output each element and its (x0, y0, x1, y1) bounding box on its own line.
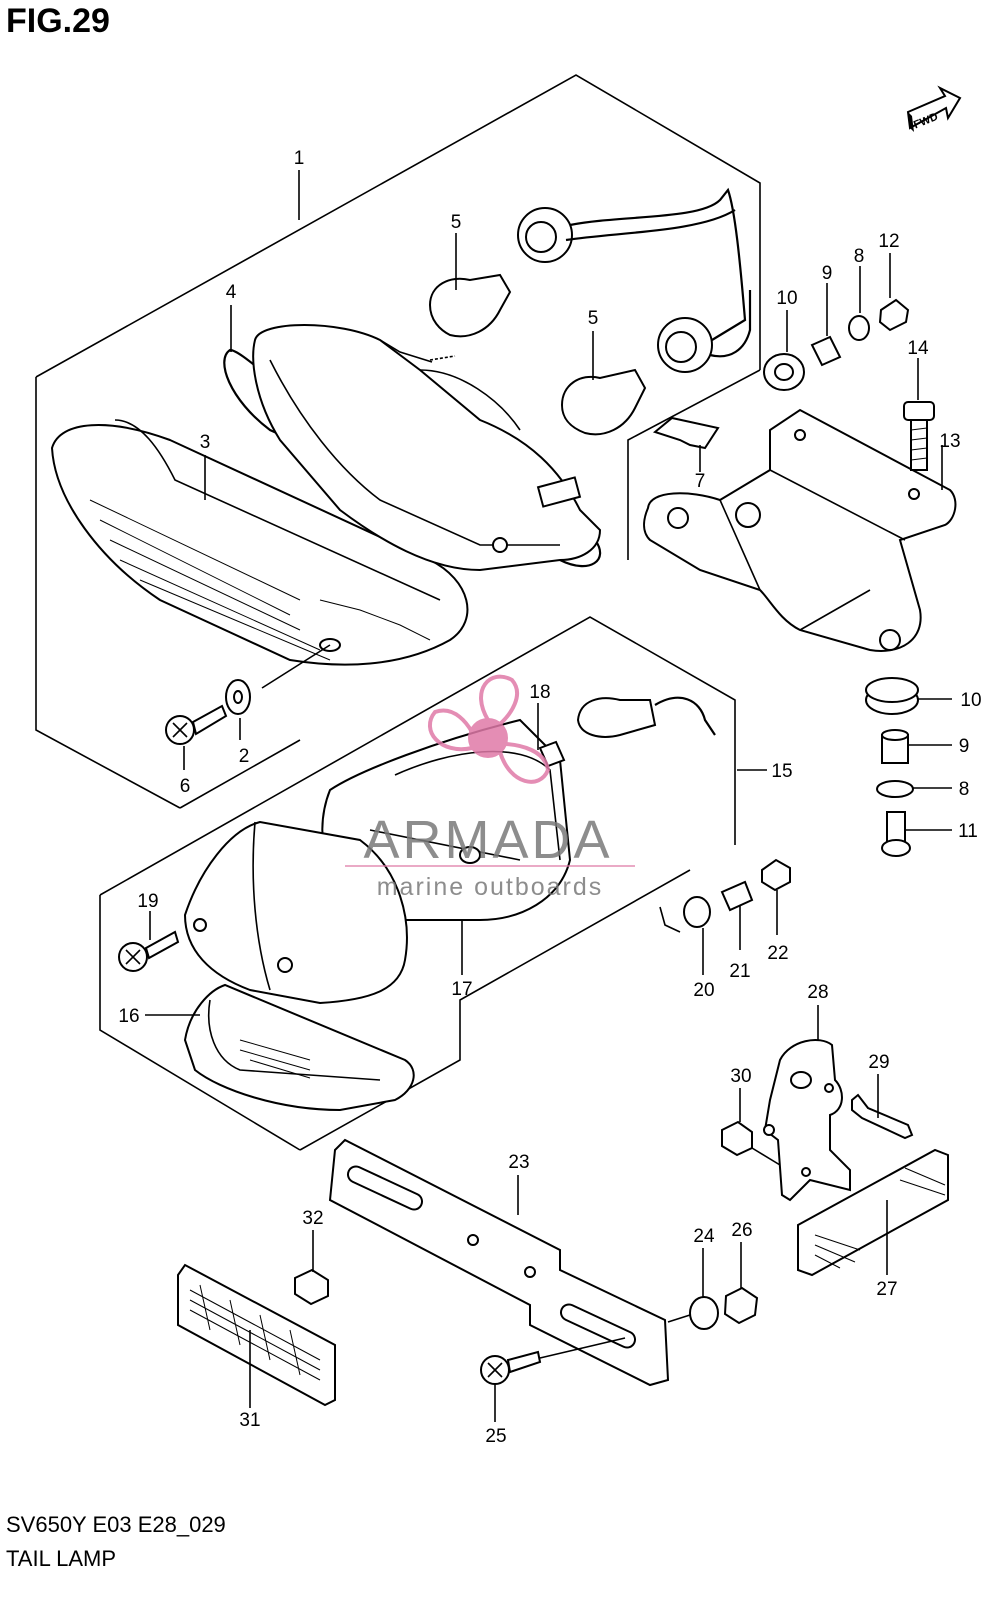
callout-18: 18 (529, 682, 550, 703)
part-23-license-bracket (328, 1138, 670, 1387)
lamp-cover (183, 820, 408, 1005)
callout-13: 13 (939, 431, 960, 452)
part-20-washer (683, 896, 711, 928)
part-19-screw (118, 930, 180, 972)
part-8-washer-upper (848, 315, 870, 341)
callout-29: 29 (868, 1052, 889, 1073)
callout-22: 22 (767, 943, 788, 964)
callout-4: 4 (226, 282, 237, 303)
part-9-collar-upper (810, 335, 842, 367)
part-5-bulb-lower (560, 368, 647, 436)
callout-16: 16 (118, 1006, 139, 1027)
callout-25: 25 (485, 1426, 506, 1447)
watermark-tagline: marine outboards (377, 873, 604, 901)
diagram-caption: TAIL LAMP (6, 1546, 117, 1571)
callout-24: 24 (693, 1226, 715, 1247)
part-25-bolt (480, 1350, 542, 1385)
propeller-logo-icon (428, 674, 551, 784)
callout-17: 17 (451, 979, 472, 1000)
assembly-1-frame-top (35, 74, 761, 378)
part-29-screw (851, 1093, 914, 1140)
callout-8-lower: 8 (959, 779, 970, 800)
callout-12: 12 (878, 231, 899, 252)
watermark: ARMADA marine outboards (345, 674, 635, 901)
part-16-lens (183, 983, 415, 1112)
part-6-screw (165, 704, 228, 745)
figure-title: FIG.29 (6, 2, 110, 40)
part-26-nut (723, 1286, 759, 1325)
part-30-nut (721, 1120, 753, 1157)
part-10-grommet-lower (865, 677, 919, 715)
callout-11: 11 (958, 821, 978, 842)
callout-23: 23 (508, 1152, 529, 1173)
assembly-1-frame-bottom (179, 739, 301, 809)
part-8-washer-lower (876, 780, 914, 798)
callout-5-lower: 5 (588, 308, 599, 329)
assembly-15-frame-bottom (299, 869, 691, 1151)
lamp-socket-wiring (576, 696, 716, 738)
part-11-bolt (881, 811, 911, 857)
leader-lines (145, 170, 952, 1422)
part-22-nut (761, 858, 791, 892)
callout-27: 27 (876, 1279, 897, 1300)
callout-28: 28 (807, 982, 828, 1003)
part-12-nut (878, 298, 910, 332)
part-7-clip (652, 416, 720, 450)
assembly-15-frame-top (99, 616, 736, 896)
lamp-housing (252, 324, 602, 572)
callout-10-lower: 10 (960, 690, 981, 711)
callout-20: 20 (693, 980, 714, 1001)
callout-8-upper: 8 (854, 246, 865, 267)
callout-2: 2 (239, 746, 250, 767)
watermark-brand: ARMADA (363, 810, 612, 870)
callout-14: 14 (907, 338, 929, 359)
fwd-arrow-icon: FWD (906, 85, 962, 132)
callout-15: 15 (771, 761, 792, 782)
part-9-collar-lower (881, 729, 909, 764)
part-24-washer (689, 1296, 719, 1330)
assembly-1-frame-left (35, 377, 181, 809)
assembly-1-frame-right (627, 369, 761, 560)
callout-5-upper: 5 (451, 212, 462, 233)
model-code: SV650Y E03 E28_029 (6, 1512, 226, 1537)
part-32-nut (294, 1268, 329, 1306)
part-13-bracket (643, 408, 957, 652)
callout-26: 26 (731, 1220, 752, 1241)
callout-21: 21 (729, 961, 750, 982)
assembly-15-frame-left (99, 895, 301, 1151)
callout-31: 31 (239, 1410, 260, 1431)
callout-1: 1 (294, 148, 305, 169)
part-31-reflector (177, 1263, 336, 1407)
callout-labels: 1 2 3 4 5 5 6 7 8 8 9 9 10 10 11 12 13 1… (118, 148, 981, 1447)
callout-19: 19 (137, 891, 158, 912)
part-28-reflector-bracket (763, 1039, 851, 1202)
callout-3: 3 (200, 432, 211, 453)
part-14-bolt (903, 401, 935, 471)
callout-9-upper: 9 (822, 263, 833, 284)
callout-30: 30 (730, 1066, 751, 1087)
part-21-collar (720, 880, 754, 912)
callout-32: 32 (302, 1208, 323, 1229)
part-5-bulb-upper (428, 273, 512, 338)
callout-9-lower: 9 (959, 736, 970, 757)
bulb-sockets-wiring (517, 187, 752, 373)
callout-10-upper: 10 (776, 288, 797, 309)
part-27-reflector (797, 1148, 949, 1277)
callout-7: 7 (695, 471, 706, 492)
callout-6: 6 (180, 776, 191, 797)
